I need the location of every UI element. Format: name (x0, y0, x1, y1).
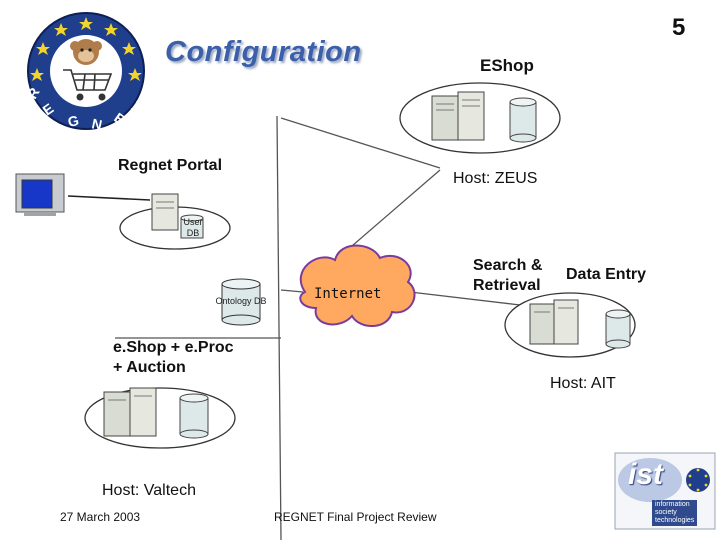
ontology-db-cylinder (221, 278, 261, 326)
database-icon (509, 97, 537, 143)
eshop-bottom-host: Host: Valtech (102, 482, 196, 499)
internet-link-up (344, 169, 441, 253)
internet-cloud (299, 244, 416, 327)
server-icon (103, 387, 157, 437)
regnet-logo: R E G N E T (24, 10, 147, 137)
portal-server-icon (148, 192, 184, 237)
ist-tagline: information society technologies (652, 500, 698, 526)
database-icon (605, 309, 631, 349)
internet-label: Internet (314, 286, 382, 302)
server-icon (431, 91, 485, 141)
eshop-bottom-label: e.Shop + e.Proc + Auction (113, 339, 234, 376)
eshop-top-servers (430, 88, 540, 153)
search-host: Host: AIT (550, 375, 616, 392)
backbone-line (276, 115, 282, 540)
svg-text:G: G (66, 112, 80, 130)
ist-logo: ist information society technologies (614, 452, 716, 530)
user-db-label: User DB (183, 217, 203, 238)
portal-label: Regnet Portal (118, 157, 223, 174)
page-number: 5 (672, 14, 686, 41)
footer-title: REGNET Final Project Review (274, 510, 437, 524)
search-retrieval-label: Search & Retrieval (473, 257, 543, 294)
eshop-link-line (280, 117, 441, 169)
data-entry-label: Data Entry (566, 266, 647, 283)
svg-text:N: N (90, 115, 103, 132)
user-db-cylinder (180, 214, 204, 247)
portal-link-line (67, 195, 151, 201)
search-servers (520, 296, 640, 359)
eshop-top-host: Host: ZEUS (453, 170, 538, 187)
internet-link-right (409, 291, 521, 306)
server-icon (529, 299, 579, 345)
eshop-bottom-servers (100, 384, 220, 449)
internet-link-left (280, 289, 304, 293)
slide-title: Configuration (165, 36, 362, 68)
footer-date: 27 March 2003 (60, 510, 141, 524)
database-icon (179, 393, 209, 439)
ontology-db-label: Ontology DB (215, 296, 267, 306)
terminal-icon (14, 172, 66, 223)
eshop-top-label: EShop (480, 56, 534, 75)
ist-word: ist (628, 458, 664, 491)
